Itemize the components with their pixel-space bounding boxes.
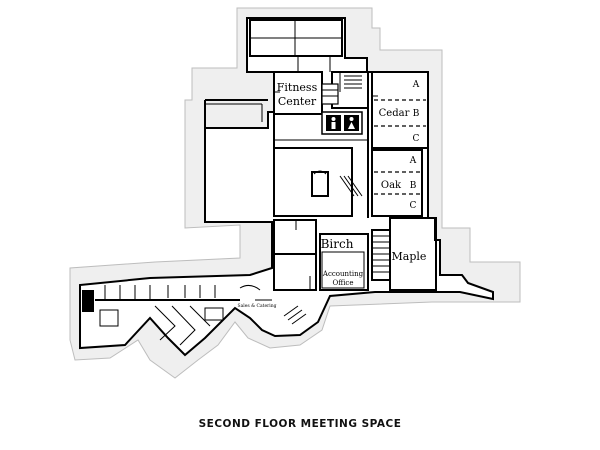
label-fitness-1: Fitness <box>277 81 318 94</box>
label-oak-c: C <box>410 201 417 211</box>
cedar-room[interactable] <box>371 71 429 149</box>
top-wing <box>249 19 343 72</box>
west-wing <box>204 99 268 128</box>
label-cedar-b: B <box>413 109 420 119</box>
entrance-stairs <box>283 305 307 325</box>
corridor <box>273 108 369 218</box>
southwest-wing <box>82 284 272 346</box>
label-sales-catering: Sales & Catering <box>237 303 276 309</box>
label-birch: Birch <box>321 237 354 251</box>
label-oak-a: A <box>409 156 417 166</box>
stair-elevator-core <box>321 71 369 109</box>
label-oak: Oak <box>381 180 402 191</box>
atrium <box>273 147 363 217</box>
birch-room[interactable] <box>319 233 369 291</box>
label-cedar: Cedar <box>379 108 410 119</box>
label-maple: Maple <box>392 250 427 263</box>
label-cedar-a: A <box>412 80 420 90</box>
maple-stairs <box>371 229 391 281</box>
restrooms <box>321 111 363 135</box>
label-accounting-2: Office <box>332 279 353 287</box>
label-accounting-1: Accounting <box>322 270 364 278</box>
oak-room[interactable] <box>371 149 423 217</box>
service-rooms <box>273 219 317 291</box>
label-cedar-c: C <box>413 134 420 144</box>
plan-caption: SECOND FLOOR MEETING SPACE <box>198 418 402 430</box>
label-oak-b: B <box>410 181 417 191</box>
maple-room[interactable] <box>389 217 437 291</box>
label-fitness-2: Center <box>278 95 317 108</box>
